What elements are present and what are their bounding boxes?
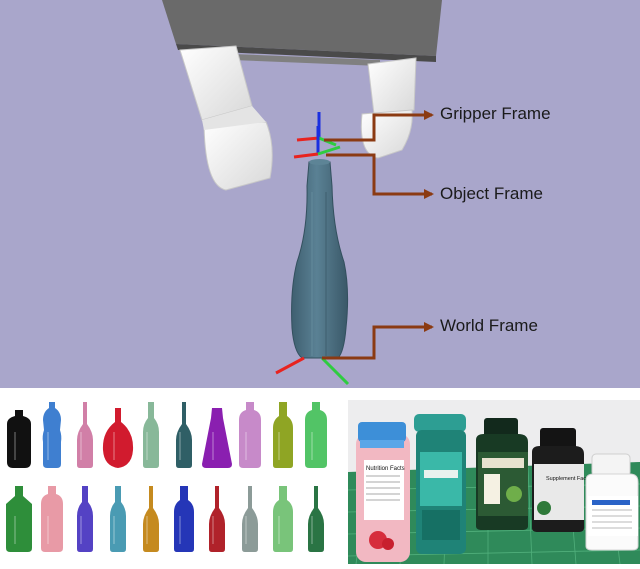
world-frame-axes bbox=[275, 356, 350, 386]
bottle-model-shape bbox=[110, 486, 126, 552]
bottle-model-shape bbox=[42, 402, 62, 468]
bottle-model bbox=[239, 402, 261, 468]
bottle-model-shape bbox=[174, 486, 194, 552]
bottle-model bbox=[202, 408, 232, 468]
bottle-model-shape bbox=[202, 408, 232, 468]
white-pill-bottle bbox=[585, 453, 639, 551]
bottle-model-shape bbox=[176, 402, 192, 468]
gripper-frame-arrow bbox=[324, 110, 434, 142]
black-supplement-bottle: Supplement Facts bbox=[532, 428, 591, 532]
bottle-model bbox=[102, 408, 134, 468]
bottle-model bbox=[174, 486, 194, 552]
bottle-model bbox=[6, 486, 32, 552]
world-frame-arrow bbox=[322, 322, 434, 360]
bottle-model-shape bbox=[239, 402, 261, 468]
bottle-model bbox=[305, 402, 327, 468]
bottle-model-shape bbox=[102, 408, 134, 468]
bottle-model-shape bbox=[143, 486, 159, 552]
annotation-arrows bbox=[322, 110, 434, 360]
bottle-model-shape bbox=[77, 402, 93, 468]
bottle-model bbox=[176, 402, 192, 468]
real-bottles-photo: Nutrition Facts bbox=[348, 400, 640, 564]
green-supplement-bottle bbox=[476, 418, 528, 530]
bottle-model-gallery bbox=[0, 392, 346, 564]
gripper-right-finger bbox=[360, 57, 417, 159]
scene-canvas bbox=[162, 0, 442, 386]
pink-drink-bottle: Nutrition Facts bbox=[356, 422, 410, 562]
bottle-model bbox=[143, 486, 159, 552]
photo-canvas: Nutrition Facts bbox=[348, 400, 640, 564]
nutrition-facts-text: Nutrition Facts bbox=[366, 466, 405, 472]
bottle-model bbox=[41, 486, 63, 552]
simulated-bottle bbox=[291, 159, 349, 359]
bottle-model-shape bbox=[242, 486, 258, 552]
bottle-model-shape bbox=[143, 402, 159, 468]
bottle-model-shape bbox=[209, 486, 225, 552]
bottle-model bbox=[273, 486, 293, 552]
simulation-scene: Gripper Frame Object Frame World Frame bbox=[0, 0, 640, 388]
object-frame-axes bbox=[293, 126, 341, 159]
bottle-model bbox=[77, 402, 93, 468]
gripper-frame-label: Gripper Frame bbox=[440, 104, 551, 123]
object-frame-label: Object Frame bbox=[440, 184, 543, 203]
bottle-model-shape bbox=[273, 402, 293, 468]
bottle-model bbox=[42, 402, 62, 468]
bottle-model bbox=[110, 486, 126, 552]
bottle-model-shape bbox=[273, 486, 293, 552]
bottle-model bbox=[242, 486, 258, 552]
bottle-model-shape bbox=[308, 486, 324, 552]
world-frame-label: World Frame bbox=[440, 316, 538, 335]
teal-spice-jar bbox=[414, 414, 466, 554]
bottle-model bbox=[77, 486, 93, 552]
bottle-model-shape bbox=[7, 410, 31, 468]
bottle-model bbox=[273, 402, 293, 468]
supplement-facts-text: Supplement Facts bbox=[546, 476, 591, 482]
gripper-left-finger bbox=[179, 45, 273, 191]
bottle-model bbox=[7, 410, 31, 468]
bottle-model bbox=[209, 486, 225, 552]
bottle-model-shape bbox=[305, 402, 327, 468]
gripper-body bbox=[162, 0, 442, 66]
bottle-model bbox=[143, 402, 159, 468]
bottle-model bbox=[308, 486, 324, 552]
bottle-model-shape bbox=[77, 486, 93, 552]
gallery-canvas bbox=[6, 402, 327, 552]
bottle-model-shape bbox=[6, 486, 32, 552]
bottle-model-shape bbox=[41, 486, 63, 552]
object-frame-arrow bbox=[326, 153, 434, 199]
